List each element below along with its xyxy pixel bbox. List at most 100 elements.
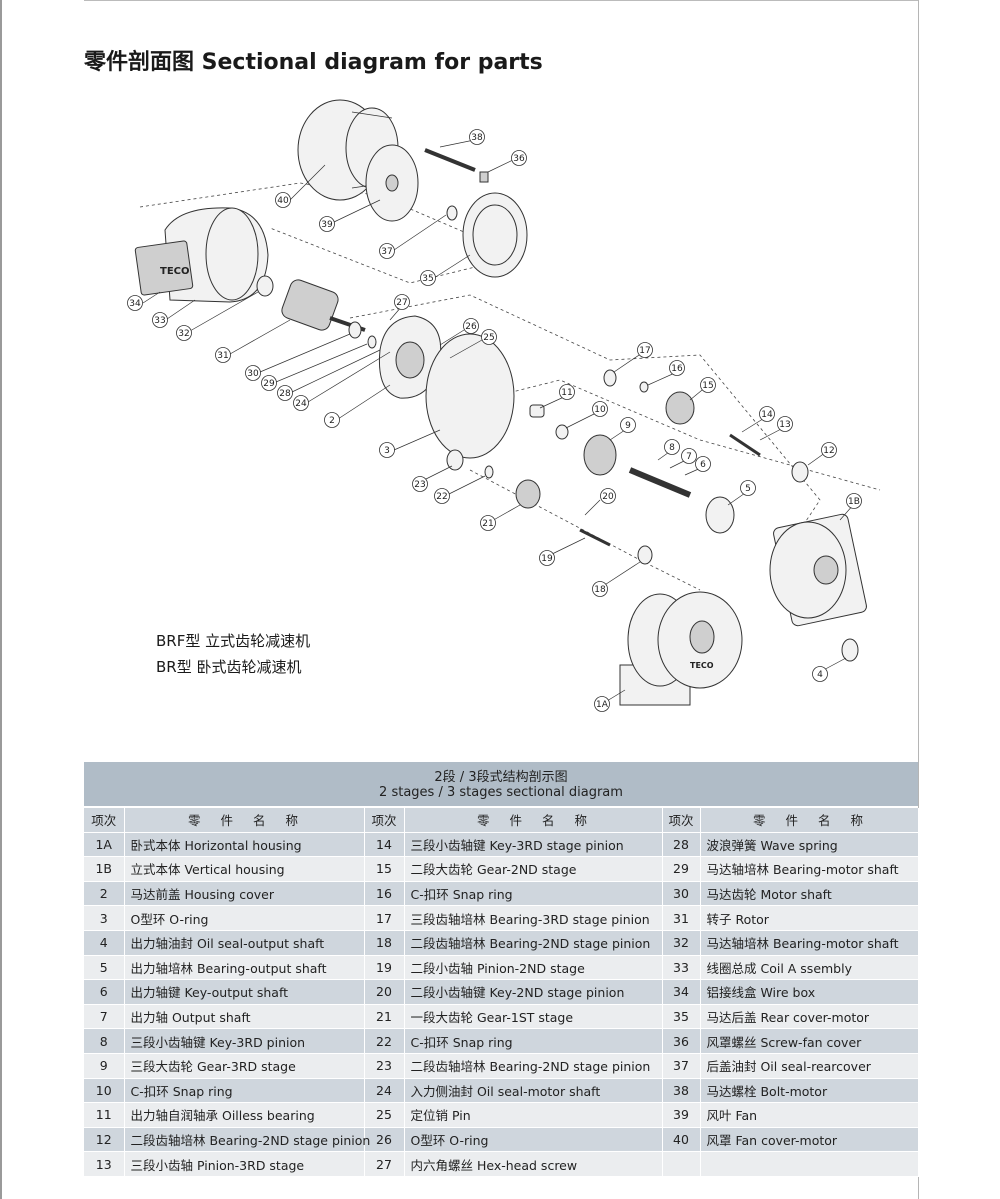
part-number: 7 (84, 1004, 125, 1030)
part-name: 二段齿轴培林 Bearing-2ND stage pinion (404, 1053, 663, 1079)
callout-label: 4 (817, 670, 823, 680)
callout-circle (324, 412, 340, 428)
part-name: C-扣环 Snap ring (404, 881, 663, 907)
o-ring-part (425, 333, 515, 459)
callout-circle (637, 342, 653, 358)
callout-circle (620, 417, 636, 433)
part-name: 二段大齿轮 Gear-2ND stage (404, 856, 663, 882)
page-border-right (918, 0, 919, 1199)
callout-circle (759, 406, 775, 422)
snap-ring-22-part (484, 465, 494, 479)
callout-circle (592, 581, 608, 597)
callout-label: 5 (745, 484, 751, 494)
snap-ring-16-part (639, 381, 649, 393)
part-name: O型环 O-ring (404, 1127, 663, 1153)
callout-circle (463, 318, 479, 334)
callout-circle (152, 312, 168, 328)
part-number: 4 (84, 930, 125, 956)
part-name: 三段小齿轴键 Key-3RD stage pinion (404, 832, 663, 858)
table-heading: 2段 / 3段式结构剖示图 2 stages / 3 stages sectio… (84, 762, 918, 806)
motor-housing-part: TECO (134, 207, 269, 303)
part-name: 后盖油封 Oil seal-rearcover (700, 1053, 919, 1079)
part-name: O型环 O-ring (124, 905, 365, 931)
callout-circle (594, 696, 610, 712)
part-number: 22 (364, 1028, 405, 1054)
callout-circle (740, 480, 756, 496)
callout-label: 25 (483, 333, 494, 343)
callout-label: 26 (465, 322, 477, 332)
part-number: 5 (84, 955, 125, 981)
part-number: 3 (84, 905, 125, 931)
part-name: 风叶 Fan (700, 1102, 919, 1128)
callout-circle (700, 377, 716, 393)
part-number: 37 (662, 1053, 701, 1079)
callout-label: 22 (436, 492, 447, 502)
part-name: 二段小齿轴键 Key-2ND stage pinion (404, 979, 663, 1005)
callout-label: 15 (702, 381, 713, 391)
callout-circle (379, 442, 395, 458)
callout-circle (293, 395, 309, 411)
callout-label: 9 (625, 421, 631, 431)
callout-label: 12 (823, 446, 834, 456)
callout-circle (261, 375, 277, 391)
fan-part (365, 144, 419, 222)
callout-label: 13 (779, 420, 790, 430)
part-name: 三段大齿轮 Gear-3RD stage (124, 1053, 365, 1079)
part-number: 17 (364, 905, 405, 931)
col-header-no: 项次 (662, 808, 701, 833)
callout-label: 35 (422, 274, 433, 284)
callout-label: 17 (639, 346, 650, 356)
callout-circle (379, 243, 395, 259)
callout-circle (539, 550, 555, 566)
part-number: 34 (662, 979, 701, 1005)
callout-circle (275, 192, 291, 208)
part-number: 30 (662, 881, 701, 907)
callout-circle (176, 325, 192, 341)
part-name: 三段小齿轴键 Key-3RD pinion (124, 1028, 365, 1054)
wave-spring-part (367, 335, 377, 349)
col-header-no: 项次 (84, 808, 125, 833)
part-name: 铝接线盒 Wire box (700, 979, 919, 1005)
pinion-3rd-part (729, 433, 761, 457)
part-name: 转子 Rotor (700, 905, 919, 931)
callout-label: 29 (263, 379, 275, 389)
callout-label: 32 (178, 329, 189, 339)
bearing-2nd-pinion-12-part (791, 461, 809, 483)
callout-circle (511, 150, 527, 166)
oil-seal-output-part (841, 638, 859, 662)
part-number: 26 (364, 1127, 405, 1153)
part-number: 10 (84, 1078, 125, 1104)
part-number: 38 (662, 1078, 701, 1104)
brand-label-housing: TECO (690, 661, 714, 670)
callout-circle (481, 329, 497, 345)
bearing-motor-front-part (348, 321, 362, 339)
part-number: 14 (364, 832, 405, 858)
part-number: 9 (84, 1053, 125, 1079)
callout-label: 23 (414, 480, 425, 490)
callout-circle (277, 385, 293, 401)
part-number: 40 (662, 1127, 701, 1153)
callout-label: 30 (247, 369, 259, 379)
callout-circle (420, 270, 436, 286)
page-title: 零件剖面图 Sectional diagram for parts (84, 50, 543, 75)
callout-label: 8 (669, 443, 675, 453)
part-name: 三段小齿轴 Pinion-3RD stage (124, 1151, 365, 1177)
rear-cover-part (462, 192, 528, 278)
part-name: 定位销 Pin (404, 1102, 663, 1128)
callout-circle (559, 384, 575, 400)
callout-label: 39 (321, 220, 333, 230)
part-number: 25 (364, 1102, 405, 1128)
part-name: 马达轴培林 Bearing-motor shaft (700, 856, 919, 882)
callout-circle (215, 347, 231, 363)
callout-circle (600, 488, 616, 504)
part-name: 风罩螺丝 Screw-fan cover (700, 1028, 919, 1054)
brand-label-wire-box: TECO (160, 266, 190, 277)
